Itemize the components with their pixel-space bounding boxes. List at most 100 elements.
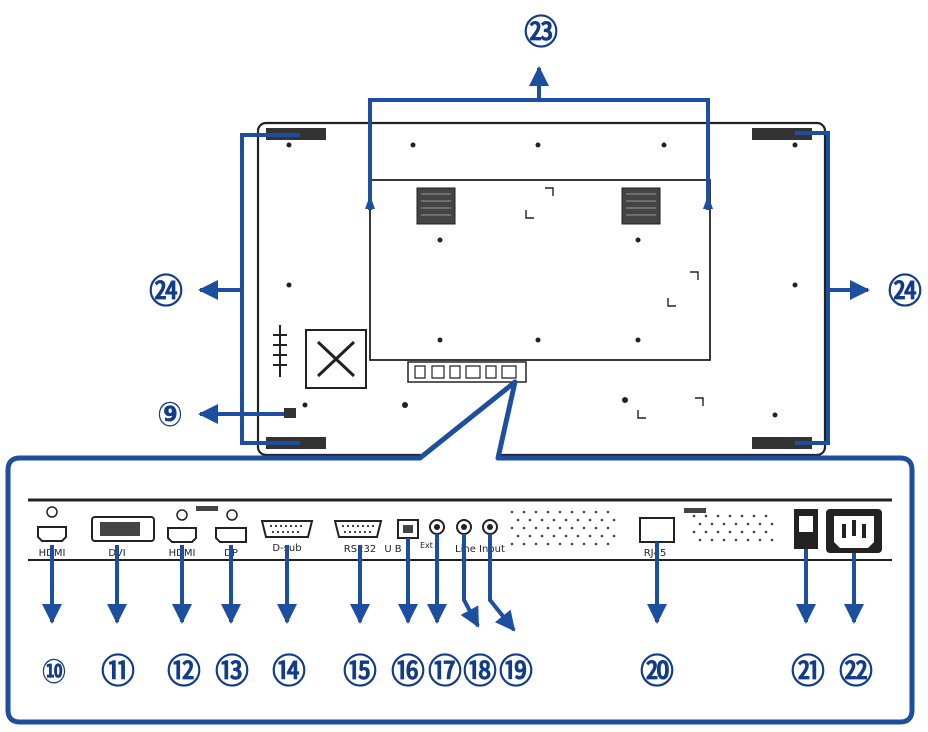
callout-23-group: ㉓ [365, 13, 713, 210]
vent-dot [522, 542, 526, 546]
vent-dot [746, 538, 750, 542]
vent-dot [770, 538, 774, 542]
rj45-marker [684, 508, 706, 513]
vent-dot [552, 518, 556, 522]
vent-dot [540, 518, 544, 522]
vent-dot [698, 522, 702, 526]
vent-dot [752, 530, 756, 534]
vent-dot [528, 534, 532, 538]
callout-24-right: ㉔ [888, 272, 922, 312]
vent-dots [510, 510, 774, 546]
rear-connector-strip [407, 361, 527, 383]
callout-19: ⑲ [499, 652, 533, 692]
fan-grille-right [626, 193, 656, 216]
callout-24-left: ㉔ [149, 272, 183, 312]
vent-dot [582, 542, 586, 546]
zoom-panel-outline [5, 379, 915, 725]
vent-dot [716, 514, 720, 518]
vent-dot [582, 510, 586, 514]
vent-dot [722, 538, 726, 542]
vent-dot [516, 518, 520, 522]
vent-dot [606, 542, 610, 546]
vent-dot [600, 534, 604, 538]
vent-dot [734, 538, 738, 542]
vent-dot [510, 510, 514, 514]
vent-dot [570, 510, 574, 514]
vent-dot [704, 530, 708, 534]
mounting-holes [286, 142, 798, 418]
power-switch [794, 509, 818, 549]
vent-dot [770, 522, 774, 526]
vent-dot [740, 530, 744, 534]
vent-dot [606, 510, 610, 514]
cooling-fan-right [621, 187, 661, 225]
vent-dot [534, 526, 538, 530]
callout-24-right-group: ㉔ [795, 131, 922, 445]
ac-power-inlet [826, 509, 882, 553]
callout-20: ⑳ [640, 652, 674, 692]
callout-17: ⑰ [428, 652, 462, 692]
vent-dot [594, 526, 598, 530]
vent-dot [740, 514, 744, 518]
callout-arrows-bottom [42, 534, 864, 632]
dvi-port: DVI [91, 516, 155, 559]
vent-dot [510, 526, 514, 530]
fan-grille-left [421, 193, 451, 216]
vent-dot [764, 514, 768, 518]
kensington-slot [284, 408, 296, 418]
cooling-fan-left [416, 187, 456, 225]
callout-11: ⑪ [101, 652, 135, 692]
vent-dot [704, 514, 708, 518]
callout-24-left-line [200, 133, 300, 445]
vent-dot [576, 518, 580, 522]
callout-14: ⑭ [272, 652, 306, 692]
vent-dot [516, 534, 520, 538]
corner-marks [525, 187, 704, 419]
vesa-mount-cross [316, 340, 356, 378]
arrow-18 [460, 534, 480, 628]
vent-dot [558, 542, 562, 546]
vent-dot [534, 510, 538, 514]
vent-dot [716, 530, 720, 534]
vent-dot [710, 522, 714, 526]
vent-dot [546, 542, 550, 546]
side-bracket-column [273, 325, 287, 377]
callout-9: ⑨ [157, 395, 183, 435]
vent-dot [576, 534, 580, 538]
audio-jack-1 [429, 519, 445, 535]
vent-dot [594, 510, 598, 514]
vent-dot [564, 518, 568, 522]
callout-18: ⑱ [463, 652, 497, 692]
vent-dot [698, 538, 702, 542]
vent-dot [546, 510, 550, 514]
vent-dot [510, 542, 514, 546]
vent-dot [758, 538, 762, 542]
callout-24-right-line [795, 131, 868, 445]
vent-dot [558, 510, 562, 514]
arrow-19 [488, 534, 516, 632]
hdmi-dp-marker [196, 506, 218, 511]
vent-dot [570, 542, 574, 546]
usb-port: U B [384, 519, 419, 555]
vent-dot [564, 534, 568, 538]
callout-9-group: ⑨ [157, 395, 296, 435]
vent-dot [728, 530, 732, 534]
vent-dot [710, 538, 714, 542]
rear-connector-details [414, 365, 517, 379]
audio-jack-2 [456, 519, 472, 535]
svg-text:U B: U B [384, 544, 401, 555]
vent-dot [540, 534, 544, 538]
vent-dot [600, 518, 604, 522]
callout-16: ⑯ [391, 652, 425, 692]
callout-12: ⑫ [167, 652, 201, 692]
vent-dot [728, 514, 732, 518]
vent-dot [528, 518, 532, 522]
vent-dot [522, 526, 526, 530]
vent-dot [606, 526, 610, 530]
callout-24-left-group: ㉔ [149, 133, 300, 445]
audio-jack-3 [482, 519, 498, 535]
vent-dot [588, 534, 592, 538]
vent-dot [522, 510, 526, 514]
callout-13: ⑬ [215, 652, 249, 692]
callout-22: ㉒ [839, 652, 873, 692]
